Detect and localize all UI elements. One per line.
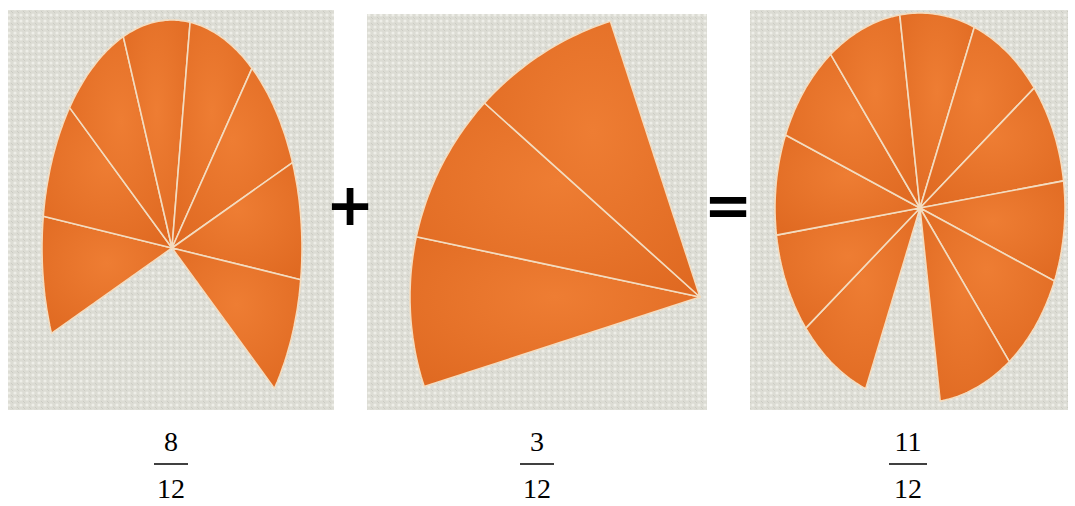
foam-slice bbox=[920, 208, 1009, 401]
photo-background bbox=[8, 10, 334, 410]
photo-background bbox=[367, 14, 707, 410]
equals-sign: = bbox=[704, 176, 753, 234]
numerator: 8 bbox=[164, 428, 178, 456]
plus-sign: + bbox=[326, 176, 375, 234]
denominator: 12 bbox=[523, 475, 551, 503]
eleven-twelfths-pieces bbox=[775, 13, 1065, 401]
denominator: 12 bbox=[894, 475, 922, 503]
foam-slice bbox=[485, 21, 701, 297]
numerator: 11 bbox=[895, 428, 922, 456]
numerator: 3 bbox=[530, 428, 544, 456]
fraction-bar bbox=[154, 463, 188, 465]
photo-background bbox=[750, 10, 1068, 410]
fraction-bar bbox=[520, 463, 554, 465]
three-twelfths-pieces bbox=[410, 21, 700, 386]
eight-twelfths-pieces bbox=[42, 20, 302, 388]
fraction-bar bbox=[889, 463, 927, 465]
foam-slice bbox=[172, 248, 301, 388]
denominator: 12 bbox=[157, 475, 185, 503]
